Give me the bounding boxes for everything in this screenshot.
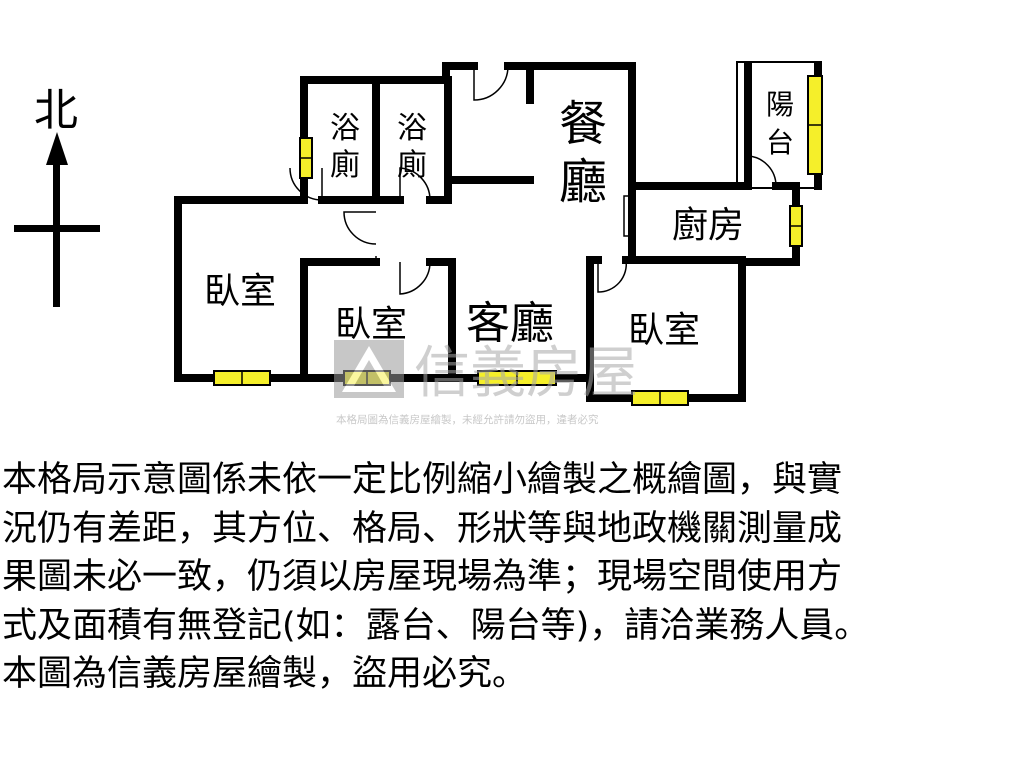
label-bedroom-right: 臥室 — [628, 310, 700, 351]
compass-crossbar — [14, 225, 100, 232]
door-corridor — [343, 211, 377, 245]
label-balcony-bottom: 台 — [766, 126, 794, 159]
disclaimer-line: 果圖未必一致，仍須以房屋現場為準；現場空間使用方 — [2, 557, 843, 597]
watermark: 信義房屋 本格局圖為信義房屋繪製，未經允許請勿盜用，違者必究 — [334, 340, 638, 426]
wall-top-left — [174, 62, 478, 204]
label-bedroom-left: 臥室 — [204, 271, 276, 312]
room-labels: 浴 廁 浴 廁 餐 廳 陽 台 廚房 臥室 臥室 客廳 臥室 — [204, 88, 794, 351]
disclaimer-text: 本格局示意圖係未依一定比例縮小繪製之概繪圖，與實 況仍有差距，其方位、格局、形狀… — [2, 456, 1022, 699]
wall-mid-bedroom — [300, 258, 456, 382]
label-kitchen: 廚房 — [672, 205, 744, 246]
label-living: 客廳 — [466, 298, 554, 349]
watermark-note: 本格局圖為信義房屋繪製，未經允許請勿盜用，違者必究 — [336, 413, 599, 426]
door-bath2 — [399, 167, 431, 201]
disclaimer-line: 式及面積有無登記(如：露台、陽台等)，請洽業務人員。 — [2, 605, 870, 646]
disclaimer-line: 本格局示意圖係未依一定比例縮小繪製之概繪圖，與實 — [2, 460, 843, 500]
door-balcony — [747, 155, 777, 187]
door-kitchen — [623, 195, 633, 237]
disclaimer-line: 本圖為信義房屋繪製，盜用必究。 — [2, 654, 528, 694]
label-bath2-top: 浴 — [397, 111, 427, 146]
door-entry — [473, 65, 509, 101]
label-bath1-bottom: 廁 — [330, 148, 360, 183]
label-dining-bottom: 廳 — [559, 154, 607, 210]
floor-plan: 北 — [14, 61, 823, 426]
door-bath1 — [289, 167, 323, 201]
label-bedroom-middle: 臥室 — [335, 304, 407, 345]
door-bedroom-middle — [375, 256, 431, 295]
north-compass: 北 — [14, 85, 100, 307]
watermark-brand: 信義房屋 — [414, 341, 638, 406]
north-label: 北 — [34, 85, 78, 136]
north-arrow-shaft — [53, 160, 60, 307]
label-dining-top: 餐 — [559, 96, 607, 152]
north-arrow-head — [46, 132, 68, 165]
label-bath2-bottom: 廁 — [397, 148, 427, 183]
doors — [289, 65, 777, 295]
wall-right-bedroom — [586, 256, 746, 382]
label-bath1-top: 浴 — [330, 111, 360, 146]
label-balcony-top: 陽 — [766, 88, 794, 121]
disclaimer-line: 況仍有差距，其方位、格局、形狀等與地政機關測量成 — [2, 508, 843, 549]
wall-top-mid — [504, 62, 636, 190]
door-bedroom-right — [597, 259, 628, 293]
